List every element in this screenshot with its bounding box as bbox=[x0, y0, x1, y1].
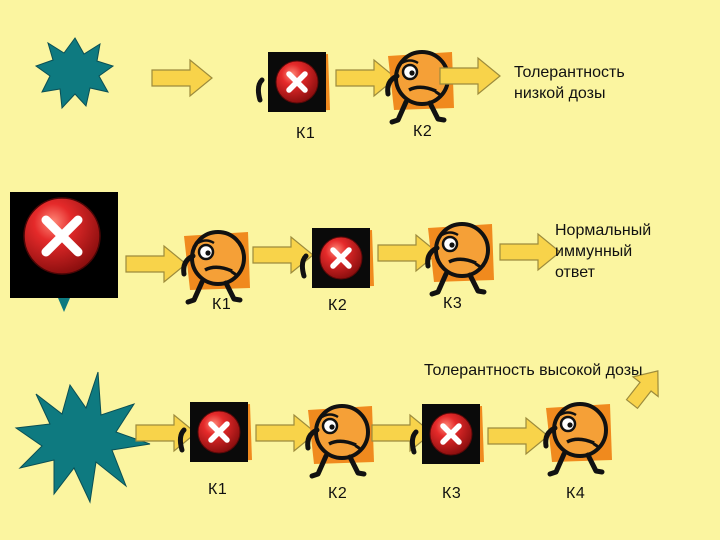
arrow-right bbox=[500, 234, 560, 270]
row3-label-k4: К4 bbox=[566, 486, 585, 502]
row3-label-k2: К2 bbox=[328, 486, 347, 502]
block-x-icon bbox=[24, 198, 100, 274]
row2-label-k2: К2 bbox=[328, 298, 347, 314]
active-cell bbox=[308, 406, 374, 476]
blocked-cell bbox=[302, 228, 374, 288]
row2-outcome-line: иммунный bbox=[555, 241, 651, 262]
arrow-right bbox=[126, 246, 186, 282]
row2-outcome: Нормальный иммунный ответ bbox=[555, 220, 651, 283]
antigen-burst bbox=[36, 38, 113, 108]
row1-outcome: Толерантность низкой дозы bbox=[514, 62, 625, 104]
active-cell bbox=[184, 232, 250, 302]
arrow-right bbox=[488, 418, 548, 454]
row1-outcome-line: низкой дозы bbox=[514, 83, 625, 104]
active-cell bbox=[428, 224, 494, 294]
arrow-right bbox=[136, 415, 196, 451]
active-cell bbox=[546, 404, 612, 474]
row1-outcome-line: Толерантность bbox=[514, 62, 625, 83]
row2-outcome-line: ответ bbox=[555, 262, 651, 283]
row2-label-k3: К3 bbox=[443, 296, 462, 312]
active-cell bbox=[388, 52, 454, 122]
row2-label-k1: К1 bbox=[212, 297, 231, 313]
blocked-cell bbox=[412, 404, 484, 464]
row3-label-k1: К1 bbox=[208, 482, 227, 498]
blocked-cell bbox=[258, 52, 330, 112]
antigen-burst bbox=[16, 372, 150, 502]
arrow-right bbox=[152, 60, 212, 96]
row2-outcome-line: Нормальный bbox=[555, 220, 651, 241]
row1-label-k2: К2 bbox=[413, 124, 432, 140]
row1-label-k1: К1 bbox=[296, 126, 315, 142]
blocked-cell bbox=[180, 402, 252, 462]
row3-outcome: Толерантность высокой дозы bbox=[424, 360, 643, 381]
row3-label-k3: К3 bbox=[442, 486, 461, 502]
